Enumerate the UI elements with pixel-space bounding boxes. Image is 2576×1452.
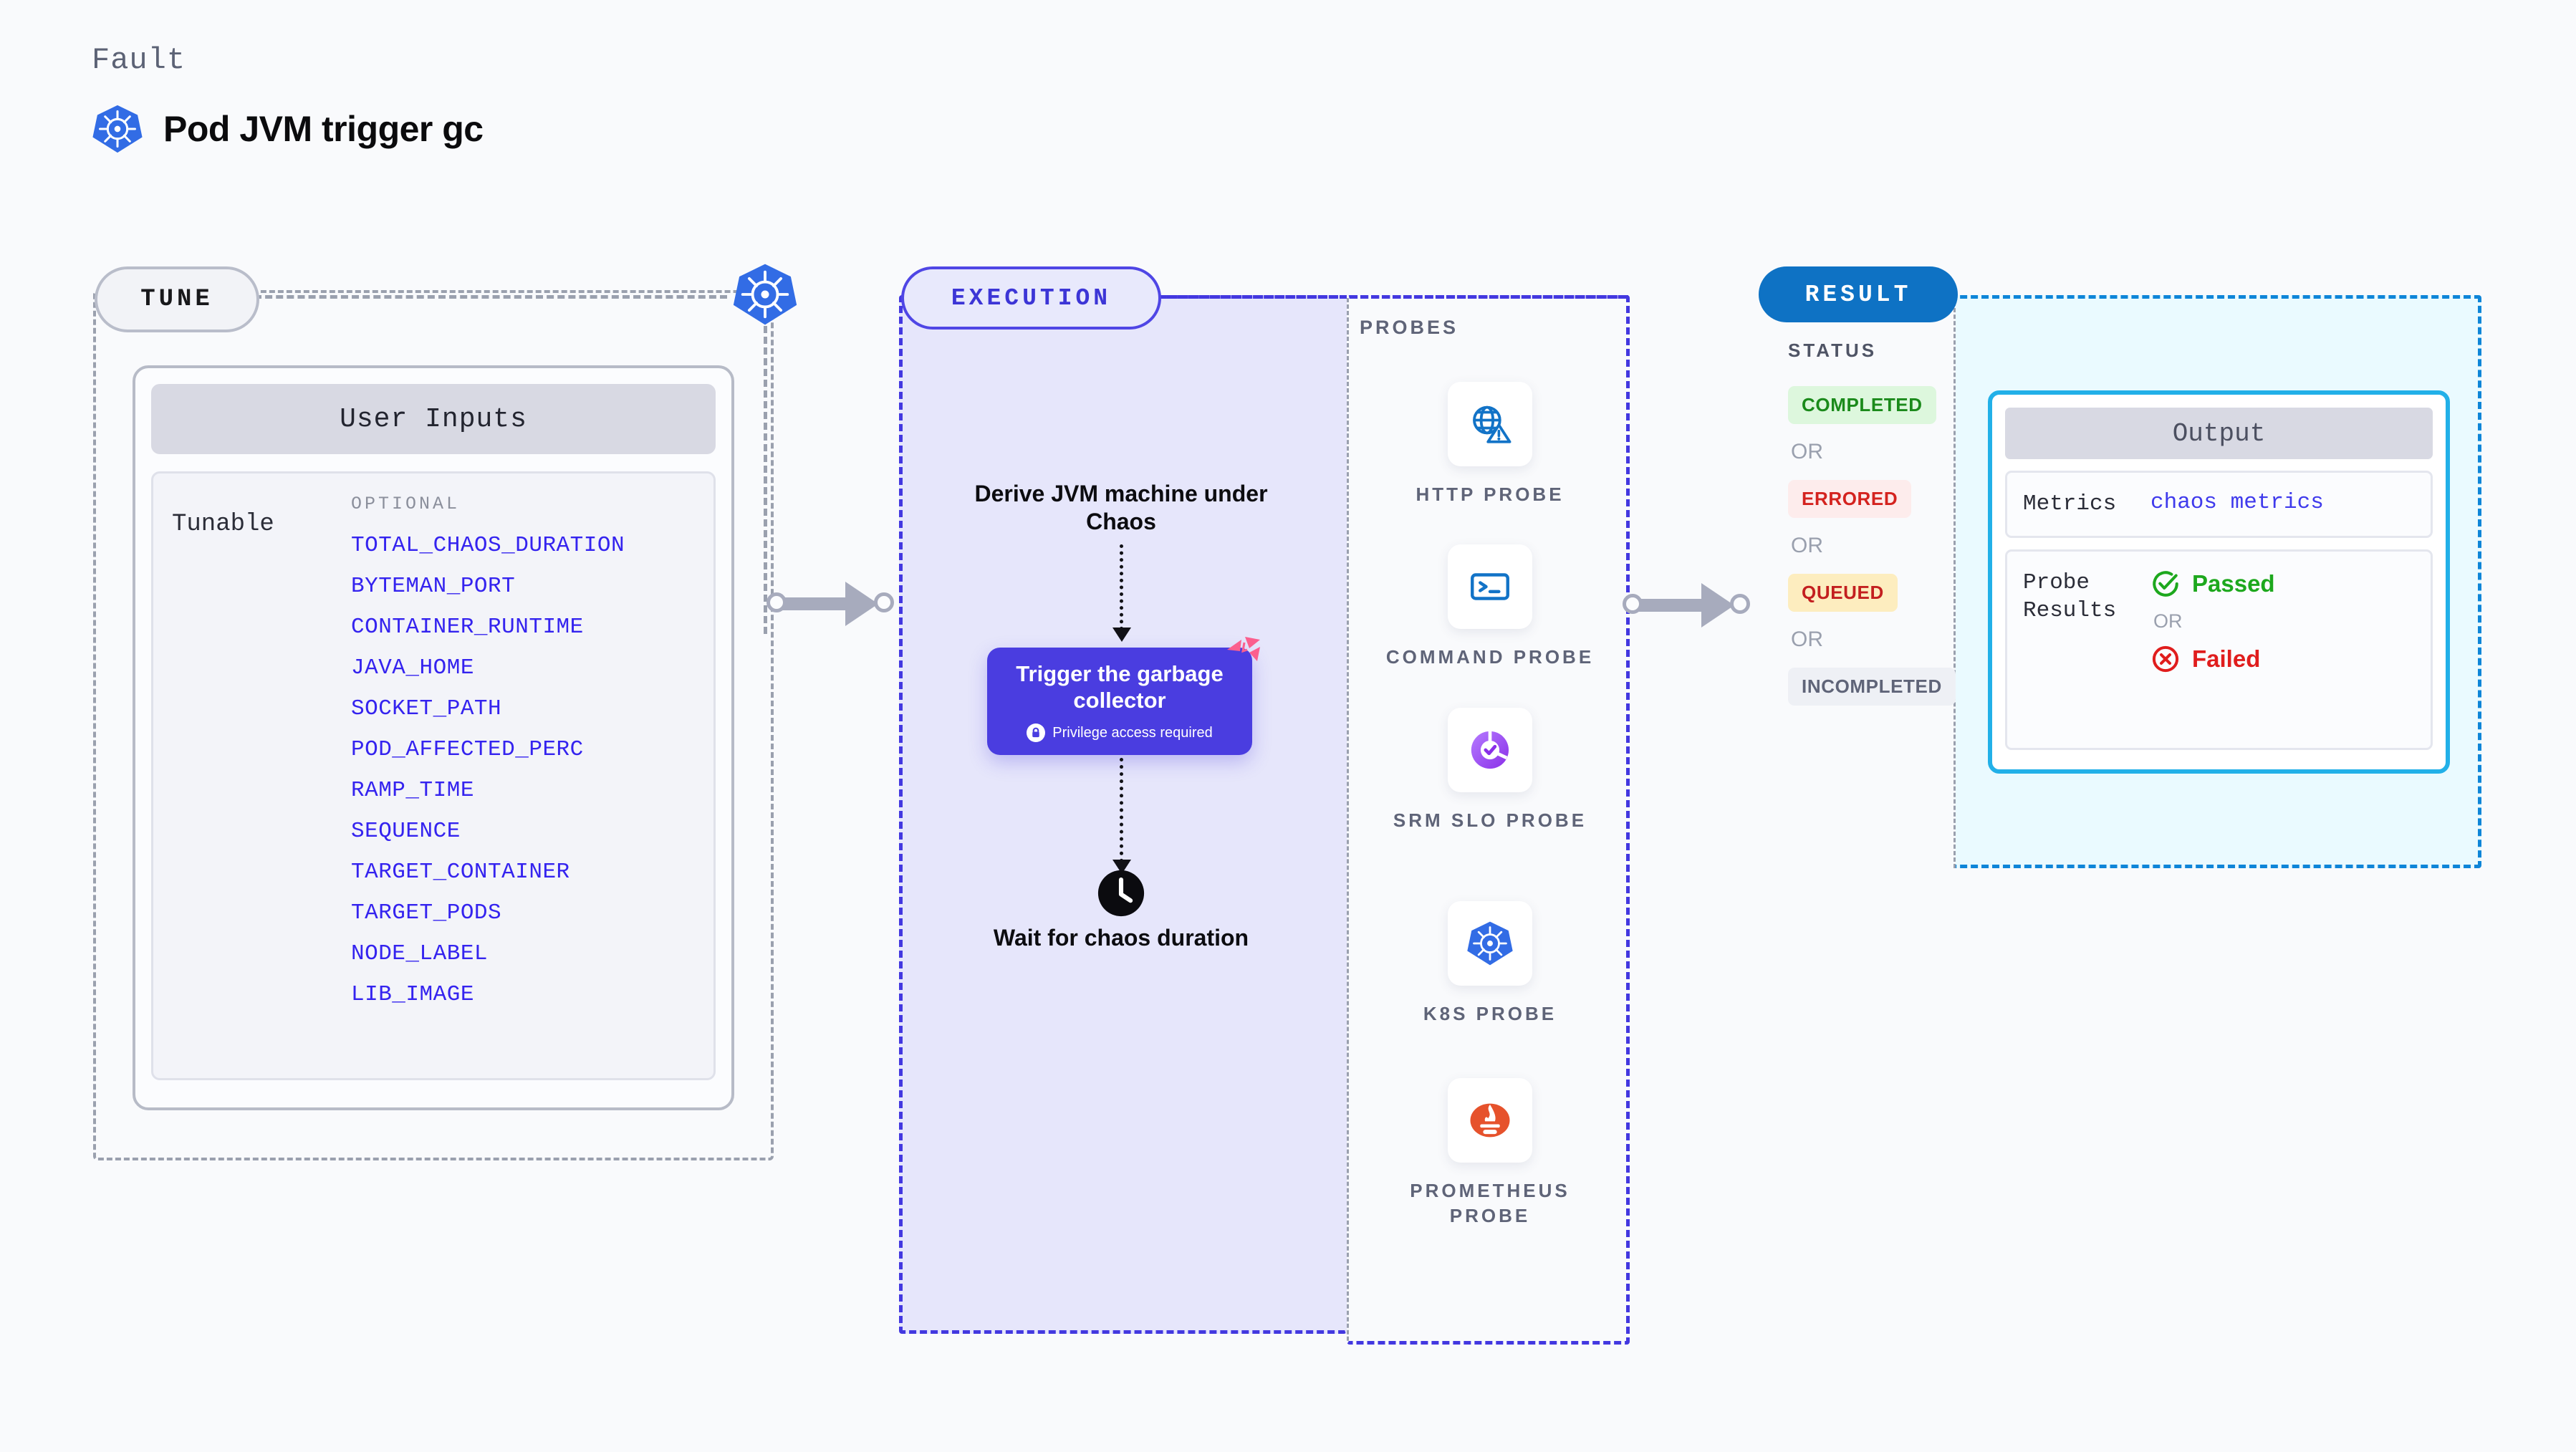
status-badge-errored: ERRORED [1788, 480, 1912, 518]
execution-pill[interactable]: EXECUTION [901, 266, 1161, 330]
tunable-row-label: Tunable [172, 511, 274, 538]
tunable-item[interactable]: TOTAL_CHAOS_DURATION [351, 533, 625, 558]
probe-tile[interactable] [1448, 708, 1532, 792]
privilege-note-row: Privilege access required [1027, 723, 1213, 743]
terminal-icon [1466, 563, 1514, 610]
output-row-probe-results: Probe Results Passed OR [2005, 549, 2433, 750]
eyebrow-label: Fault [92, 43, 186, 77]
tune-connector-line [254, 295, 727, 299]
metrics-label: Metrics [2023, 491, 2117, 516]
connector-endpoint-left [766, 592, 787, 612]
output-card: Output Metrics chaos metrics Probe Resul… [1988, 390, 2450, 774]
connector-endpoint-left [1623, 594, 1643, 614]
probe-results-label: Probe Results [2023, 569, 2117, 624]
status-column: STATUS COMPLETED OR ERRORED OR QUEUED OR… [1756, 295, 1956, 868]
trigger-card-title: Trigger the garbage collector [1016, 660, 1224, 713]
probe-result-passed: Passed [2150, 569, 2415, 599]
tune-pill[interactable]: TUNE [95, 266, 259, 332]
arrow-head-icon [845, 582, 878, 626]
execution-connector-line [1155, 295, 1628, 299]
probe-label: HTTP PROBE [1416, 484, 1565, 505]
page-title: Pod JVM trigger gc [163, 109, 484, 149]
probe-tile[interactable] [1448, 1078, 1532, 1163]
probe-label: COMMAND PROBE [1385, 646, 1595, 668]
flow-arrow-line [1120, 758, 1123, 862]
or-separator: OR [2153, 610, 2183, 632]
probe-prometheus[interactable]: PROMETHEUS PROBE [1383, 1078, 1597, 1229]
execution-step-wait: Wait for chaos duration [993, 925, 1249, 951]
x-circle-icon [2150, 644, 2181, 674]
probes-section-label: PROBES [1360, 317, 1459, 338]
connector-tune-to-execution [766, 582, 895, 626]
user-inputs-card: User Inputs Tunable OPTIONAL TOTAL_CHAOS… [133, 365, 734, 1110]
status-badge-queued: QUEUED [1788, 574, 1898, 612]
probe-srm-slo[interactable]: SRM SLO PROBE [1383, 708, 1597, 833]
probes-region [1347, 295, 1630, 1345]
probe-results-values: Passed OR Failed [2150, 569, 2415, 731]
trigger-garbage-collector-card[interactable]: Trigger the garbage collector Privilege … [987, 637, 1260, 755]
prometheus-icon [1466, 1097, 1514, 1144]
globe-warning-icon [1466, 400, 1514, 448]
probe-tile[interactable] [1448, 382, 1532, 466]
connector-endpoint-right [1730, 594, 1750, 614]
litmus-chaos-icon [1226, 635, 1261, 665]
tunable-item[interactable]: SOCKET_PATH [351, 696, 502, 721]
tune-node-drop-line [764, 326, 767, 634]
check-circle-icon [2150, 569, 2181, 599]
failed-label: Failed [2192, 645, 2261, 672]
probe-label: PROMETHEUS PROBE [1410, 1180, 1570, 1227]
status-badge-incompleted: INCOMPLETED [1788, 668, 1956, 706]
flow-arrow-head-icon [1112, 628, 1131, 642]
probe-label: K8S PROBE [1423, 1003, 1557, 1024]
tunable-list: OPTIONAL TOTAL_CHAOS_DURATION BYTEMAN_PO… [351, 494, 695, 1058]
kubernetes-icon [1466, 920, 1514, 967]
metrics-value[interactable]: chaos metrics [2150, 490, 2324, 515]
user-inputs-header: User Inputs [151, 384, 716, 454]
connector-bar [1635, 599, 1720, 612]
status-badge-completed: COMPLETED [1788, 386, 1936, 424]
or-separator: OR [1791, 628, 1823, 651]
or-separator: OR [1791, 534, 1823, 557]
arrow-head-icon [1701, 583, 1734, 628]
result-pill[interactable]: RESULT [1759, 266, 1958, 322]
tunable-item[interactable]: TARGET_CONTAINER [351, 860, 570, 885]
tunable-item[interactable]: RAMP_TIME [351, 778, 474, 803]
flow-arrow-line [1120, 544, 1123, 630]
tunable-item[interactable]: LIB_IMAGE [351, 982, 474, 1007]
tunable-item[interactable]: CONTAINER_RUNTIME [351, 615, 584, 640]
execution-step-derive: Derive JVM machine under Chaos [974, 481, 1268, 535]
probe-k8s[interactable]: K8S PROBE [1383, 901, 1597, 1027]
kubernetes-icon [92, 103, 143, 155]
tunable-group-label: OPTIONAL [351, 494, 461, 514]
flow-arrow-head-icon [1112, 860, 1131, 874]
tunable-item[interactable]: TARGET_PODS [351, 900, 502, 925]
tunable-item[interactable]: POD_AFFECTED_PERC [351, 737, 584, 762]
title-row: Pod JVM trigger gc [92, 103, 484, 155]
connector-probes-to-result [1623, 583, 1751, 628]
probe-tile[interactable] [1448, 544, 1532, 629]
probe-result-failed: Failed [2150, 644, 2415, 674]
passed-label: Passed [2192, 569, 2275, 597]
output-row-metrics: Metrics chaos metrics [2005, 471, 2433, 538]
tunable-body: Tunable OPTIONAL TOTAL_CHAOS_DURATION BY… [151, 471, 716, 1080]
connector-bar [779, 597, 864, 610]
probe-command[interactable]: COMMAND PROBE [1383, 544, 1597, 670]
kubernetes-icon [732, 261, 798, 327]
srm-slo-icon [1466, 726, 1514, 774]
tunable-item[interactable]: BYTEMAN_PORT [351, 574, 516, 599]
probe-label: SRM SLO PROBE [1393, 809, 1587, 831]
page-header: Fault Pod JVM trigger gc [92, 43, 484, 155]
probe-http[interactable]: HTTP PROBE [1383, 382, 1597, 507]
connector-endpoint-right [874, 592, 894, 612]
or-separator: OR [1791, 440, 1823, 463]
lock-icon [1027, 723, 1046, 743]
probe-tile[interactable] [1448, 901, 1532, 986]
tunable-item[interactable]: SEQUENCE [351, 819, 461, 844]
privilege-note-text: Privilege access required [1052, 724, 1213, 741]
tunable-item[interactable]: NODE_LABEL [351, 941, 489, 966]
clock-icon [1096, 868, 1146, 918]
tunable-item[interactable]: JAVA_HOME [351, 655, 474, 681]
status-section-label: STATUS [1788, 340, 1878, 361]
output-header: Output [2005, 408, 2433, 459]
